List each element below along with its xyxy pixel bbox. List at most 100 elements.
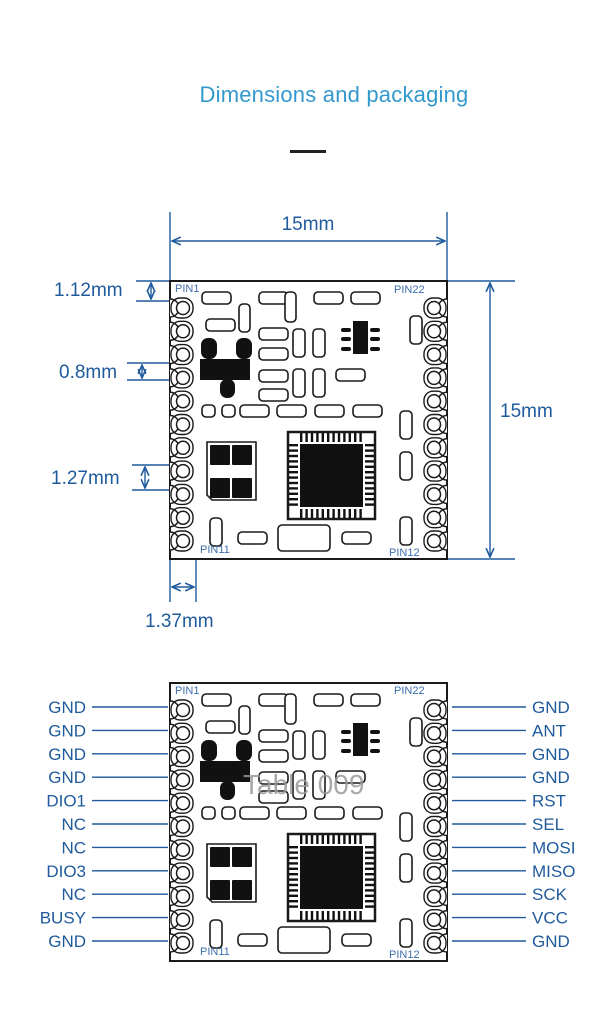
ic-lead bbox=[289, 460, 298, 463]
ic-lead bbox=[289, 873, 298, 876]
smd-component bbox=[239, 806, 270, 820]
chip-lead bbox=[370, 347, 380, 351]
pin-label-left: GND bbox=[48, 932, 86, 951]
ic-lead bbox=[289, 444, 298, 447]
pad-right bbox=[423, 343, 447, 366]
ic-lead bbox=[365, 873, 374, 876]
crystal-pad bbox=[210, 478, 230, 498]
smd-component bbox=[314, 404, 345, 418]
pad-left bbox=[170, 792, 194, 814]
ic-lead bbox=[365, 851, 374, 854]
smd-component bbox=[209, 517, 223, 547]
pin-label-right: SCK bbox=[532, 885, 568, 904]
smd-component bbox=[258, 771, 289, 785]
pad-hole-left bbox=[175, 702, 191, 718]
ic-lead bbox=[289, 449, 298, 452]
smd-component bbox=[276, 404, 307, 418]
ic-lead bbox=[365, 862, 374, 865]
smd-component bbox=[258, 291, 289, 305]
ic-lead bbox=[365, 444, 374, 447]
smd-component bbox=[313, 291, 344, 305]
ic-lead bbox=[359, 433, 362, 442]
ic-lead bbox=[337, 509, 341, 518]
chip-lead bbox=[370, 337, 380, 341]
pin-label-left: DIO1 bbox=[46, 792, 86, 811]
pad-right bbox=[423, 297, 447, 319]
pin-label-right: ANT bbox=[532, 721, 566, 740]
pin-label-right: GND bbox=[532, 932, 570, 951]
ic-lead bbox=[316, 433, 319, 442]
pad-left bbox=[170, 909, 194, 931]
pad-right bbox=[423, 745, 447, 768]
ic-outline bbox=[286, 832, 377, 923]
pad-left bbox=[170, 343, 194, 366]
smd-component bbox=[276, 806, 307, 820]
pad-hole-left bbox=[175, 533, 191, 549]
ic-lead bbox=[321, 835, 324, 844]
pad-hole-right bbox=[426, 463, 442, 479]
ic-lead bbox=[365, 883, 374, 887]
ic-lead bbox=[365, 498, 374, 501]
smd-component bbox=[201, 693, 232, 707]
pin1-tag: PIN1 bbox=[175, 283, 199, 295]
pad-left bbox=[170, 483, 194, 506]
pad-hole-right bbox=[426, 749, 442, 764]
pad-right bbox=[423, 722, 447, 744]
ic-lead bbox=[305, 835, 308, 844]
ic-lead bbox=[365, 481, 374, 485]
smd-component bbox=[258, 327, 289, 341]
chip-lead bbox=[370, 328, 380, 332]
ic-lead bbox=[327, 835, 330, 844]
ic-lead bbox=[359, 509, 362, 518]
ic-lead bbox=[289, 905, 298, 908]
pad-hole-left bbox=[175, 510, 191, 525]
ic-lead bbox=[321, 433, 324, 442]
smd-component bbox=[352, 404, 383, 418]
smd-component bbox=[399, 918, 413, 948]
pad-left bbox=[170, 932, 194, 954]
pad-hole-left bbox=[175, 726, 191, 741]
smd-component bbox=[258, 347, 289, 361]
pad-right bbox=[423, 769, 447, 791]
pad-left bbox=[170, 839, 194, 861]
page-title: Dimensions and packaging bbox=[199, 82, 469, 107]
ic-lead bbox=[365, 889, 374, 892]
pad-hole-right bbox=[426, 889, 442, 904]
ic-lead bbox=[289, 454, 298, 458]
ic-lead bbox=[289, 878, 298, 881]
pad-hole-left bbox=[175, 347, 191, 362]
pin-label-right: GND bbox=[532, 768, 570, 787]
ic-lead bbox=[300, 911, 303, 920]
smd-component bbox=[292, 368, 306, 398]
pad-hole-left bbox=[175, 487, 191, 502]
pin-label-right: SEL bbox=[532, 815, 564, 834]
ic-lead bbox=[310, 911, 314, 920]
ic-lead bbox=[310, 433, 314, 442]
smd-component bbox=[209, 919, 223, 949]
ic-lead bbox=[305, 433, 308, 442]
pad-right bbox=[423, 909, 447, 931]
smd-component bbox=[313, 693, 344, 707]
ic-lead bbox=[289, 856, 298, 860]
ic-lead bbox=[365, 460, 374, 463]
ic-lead bbox=[365, 476, 374, 479]
ic-lead bbox=[310, 509, 314, 518]
antenna-pad bbox=[236, 740, 252, 761]
smd-component bbox=[201, 291, 232, 305]
smd-component bbox=[399, 812, 413, 842]
smd-component bbox=[312, 368, 326, 398]
crystal-pad bbox=[210, 847, 230, 867]
smd-component bbox=[335, 368, 366, 382]
crystal-pad bbox=[210, 445, 230, 465]
pad-hole-right bbox=[426, 819, 442, 834]
module-pinout-view bbox=[169, 682, 448, 962]
ic-lead bbox=[289, 889, 298, 892]
chip-lead bbox=[341, 347, 351, 351]
ic-lead bbox=[289, 503, 298, 506]
pad-hole-right bbox=[426, 417, 442, 432]
crystal-pad bbox=[232, 880, 252, 900]
pad-right bbox=[423, 390, 447, 412]
ic-lead bbox=[300, 509, 303, 518]
ic-lead bbox=[365, 503, 374, 506]
